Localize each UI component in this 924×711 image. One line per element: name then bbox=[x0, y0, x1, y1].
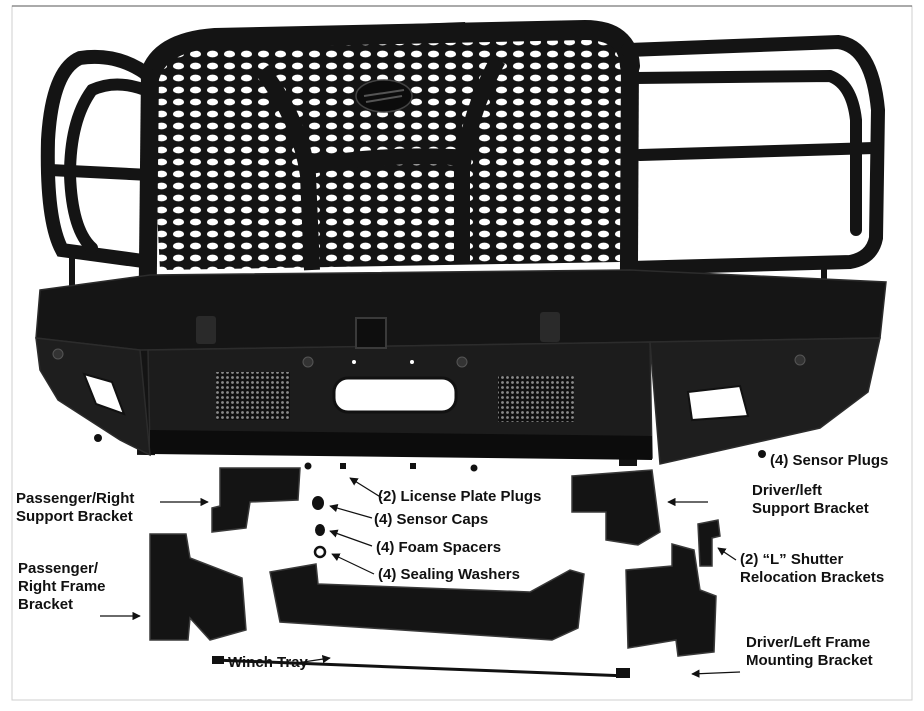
right-shackle-mount bbox=[540, 312, 560, 342]
license-mount bbox=[355, 317, 387, 349]
label-sensor-plugs: (4) Sensor Plugs bbox=[770, 452, 889, 469]
label-winch-tray: Winch Tray bbox=[228, 654, 308, 671]
label-license-plate-plugs: (2) License Plate Plugs bbox=[378, 488, 542, 505]
logo-badge bbox=[355, 79, 413, 113]
right-vent-mesh bbox=[498, 376, 574, 422]
label-passenger-frame-bracket: Passenger/ Right Frame Bracket bbox=[18, 560, 106, 613]
leader-arrows bbox=[100, 477, 741, 678]
driver-frame-bracket-part bbox=[625, 543, 717, 657]
winch-opening bbox=[332, 376, 458, 414]
left-vent-mesh bbox=[216, 372, 290, 420]
grille-guard bbox=[140, 19, 640, 271]
loose-plugs bbox=[94, 434, 766, 472]
right-wing-tubes bbox=[621, 34, 886, 288]
right-fog-opening bbox=[686, 384, 750, 422]
passenger-support-bracket-part bbox=[211, 467, 301, 533]
small-hardware-stack bbox=[312, 496, 327, 559]
label-driver-support-bracket: Driver/left Support Bracket bbox=[752, 482, 869, 517]
label-driver-frame-bracket: Driver/Left Frame Mounting Bracket bbox=[746, 634, 873, 669]
l-shutter-bracket-part bbox=[697, 519, 721, 567]
label-sealing-washers: (4) Sealing Washers bbox=[378, 566, 520, 583]
left-shackle-mount bbox=[196, 316, 216, 344]
winch-rod bbox=[213, 658, 629, 678]
passenger-frame-bracket-part bbox=[149, 533, 247, 641]
label-passenger-support-bracket: Passenger/Right Support Bracket bbox=[16, 490, 135, 525]
driver-support-bracket-part bbox=[571, 469, 661, 546]
left-guard-post bbox=[137, 69, 159, 456]
bumper-body bbox=[35, 269, 887, 465]
label-sensor-caps: (4) Sensor Caps bbox=[374, 511, 489, 528]
label-foam-spacers: (4) Foam Spacers bbox=[376, 539, 502, 556]
left-wing-tubes bbox=[40, 49, 159, 288]
left-fog-opening bbox=[82, 372, 126, 416]
label-l-shutter-brackets: (2) “L” Shutter Relocation Brackets bbox=[740, 551, 885, 586]
winch-tray-part bbox=[269, 563, 585, 641]
